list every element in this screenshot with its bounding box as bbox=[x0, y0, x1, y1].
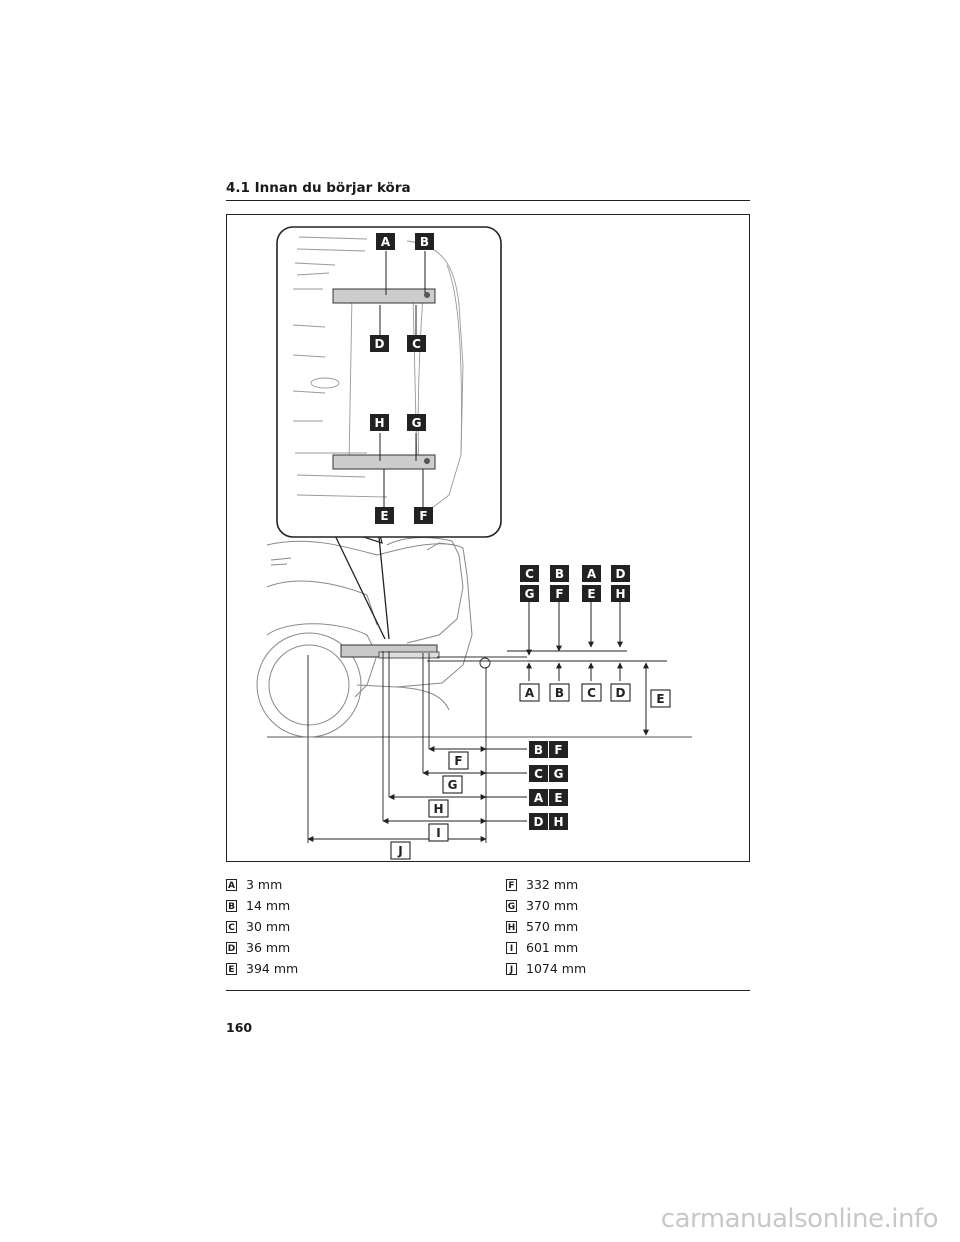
svg-text:G: G bbox=[448, 778, 458, 792]
svg-text:A: A bbox=[587, 567, 597, 581]
inset-label-d: D bbox=[375, 337, 385, 351]
page-number: 160 bbox=[226, 1020, 253, 1035]
inset-label-g: G bbox=[412, 416, 422, 430]
inset-top-view bbox=[276, 226, 502, 538]
svg-text:B: B bbox=[534, 743, 543, 757]
svg-text:E: E bbox=[587, 587, 595, 601]
watermark: carmanualsonline.info bbox=[660, 1204, 939, 1234]
svg-text:J: J bbox=[397, 844, 402, 858]
svg-text:A: A bbox=[525, 686, 535, 700]
inset-label-e: E bbox=[380, 509, 388, 523]
svg-text:C: C bbox=[525, 567, 534, 581]
svg-text:D: D bbox=[534, 815, 544, 829]
inset-label-b: B bbox=[420, 235, 429, 249]
inset-labels: A B D C H G E F bbox=[370, 233, 434, 524]
svg-text:I: I bbox=[436, 826, 440, 840]
svg-text:C: C bbox=[534, 767, 543, 781]
side-label-rows: C B A D G F E H bbox=[520, 565, 630, 602]
svg-text:H: H bbox=[553, 815, 563, 829]
section-title: 4.1 Innan du börjar köra bbox=[226, 180, 411, 196]
svg-text:G: G bbox=[525, 587, 535, 601]
svg-text:E: E bbox=[554, 791, 562, 805]
svg-text:B: B bbox=[555, 567, 564, 581]
svg-text:A: A bbox=[534, 791, 544, 805]
dimension-left-labels: F G H I J bbox=[390, 751, 469, 860]
inset-label-a: A bbox=[381, 235, 391, 249]
page-header: 4.1 Innan du börjar köra bbox=[226, 180, 750, 201]
svg-text:D: D bbox=[616, 686, 626, 700]
car-side-sketch bbox=[256, 537, 473, 738]
hitch-bar-side bbox=[340, 644, 527, 669]
svg-text:H: H bbox=[433, 802, 443, 816]
svg-text:B: B bbox=[555, 686, 564, 700]
svg-text:F: F bbox=[555, 587, 563, 601]
inset-hitch-bars bbox=[332, 288, 436, 470]
footer-divider bbox=[226, 990, 750, 991]
inset-label-c: C bbox=[412, 337, 421, 351]
svg-text:H: H bbox=[615, 587, 625, 601]
inset-label-h: H bbox=[374, 416, 384, 430]
dimension-right-labels: B F C G A E D H bbox=[529, 741, 568, 830]
side-under-labels: A B C D E bbox=[519, 683, 671, 708]
svg-text:F: F bbox=[554, 743, 562, 757]
inset-label-f: F bbox=[419, 509, 427, 523]
svg-text:F: F bbox=[454, 754, 462, 768]
svg-text:C: C bbox=[587, 686, 596, 700]
svg-text:G: G bbox=[554, 767, 564, 781]
height-label: E bbox=[656, 692, 664, 706]
tow-hitch-dimension-diagram: A B D C H G E F C B A D G bbox=[226, 214, 750, 862]
diagram-svg: A B D C H G E F C B A D G bbox=[256, 226, 692, 860]
svg-text:D: D bbox=[616, 567, 626, 581]
